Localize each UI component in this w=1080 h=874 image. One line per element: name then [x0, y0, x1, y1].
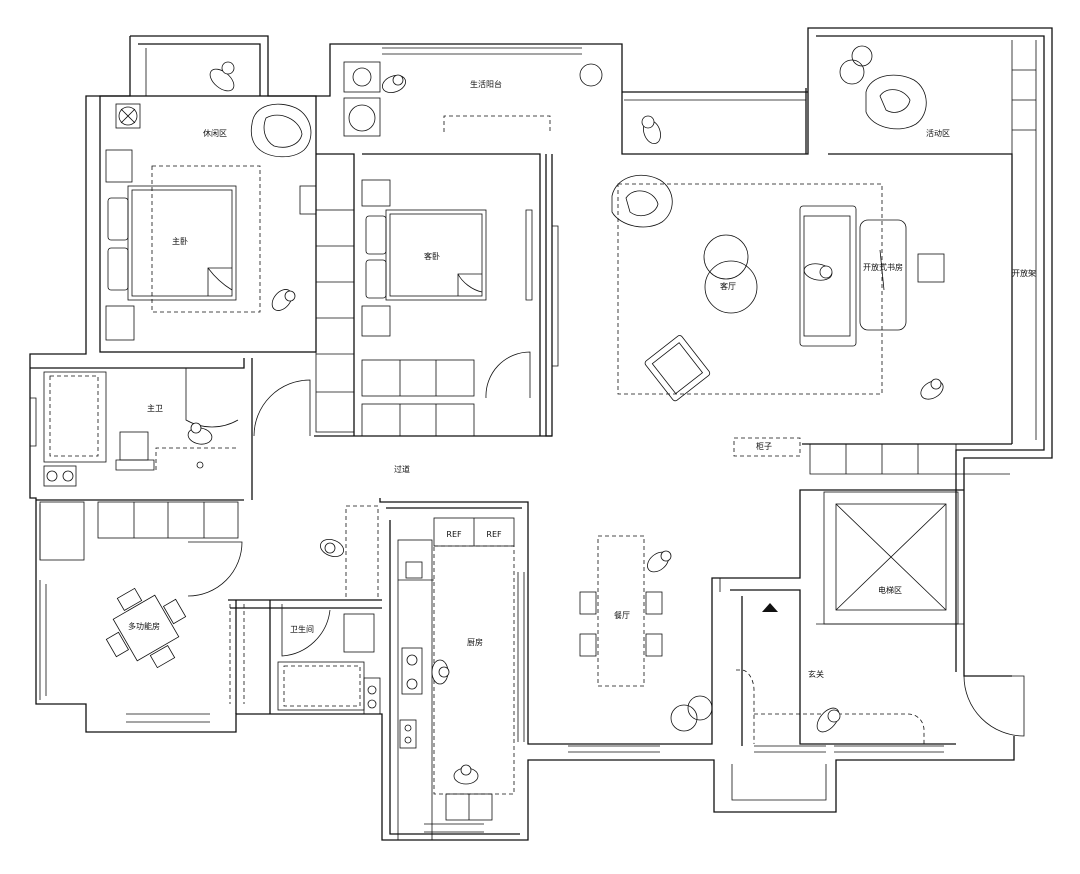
label-leisure: 休闲区 [203, 128, 227, 138]
label-corridor: 过道 [394, 464, 410, 474]
label-elevator: 电梯区 [878, 585, 902, 595]
people [187, 61, 944, 785]
label-dining: 餐厅 [614, 611, 630, 620]
kitchen-fixtures [397, 517, 515, 841]
master-bath-fixtures [43, 371, 236, 487]
label-entrance: 玄关 [808, 669, 824, 679]
label-master-bath: 主卫 [147, 403, 163, 413]
label-balcony: 生活阳台 [470, 79, 502, 89]
dining-furniture [579, 535, 713, 732]
label-cabinet: 柜子 [756, 441, 772, 451]
label-activity: 活动区 [926, 128, 950, 138]
room-labels: 休闲区 生活阳台 活动区 主卧 客卧 客厅 开放式书房 开放架 主卫 过道 柜子… [128, 79, 1036, 679]
label-ref-2: REF [486, 530, 502, 539]
elevator-core [816, 491, 964, 625]
label-master-bedroom: 主卧 [172, 236, 188, 246]
label-toilet: 卫生间 [290, 624, 314, 634]
toilet-fixtures [277, 505, 381, 715]
living-room-furniture [611, 174, 945, 457]
label-multi-room: 多功能房 [128, 621, 160, 631]
multi-room-furniture [39, 501, 245, 704]
label-ref-1: REF [446, 530, 462, 539]
inner-walls [30, 40, 1037, 835]
wardrobe [315, 209, 355, 433]
entrance-fixtures [736, 603, 925, 744]
outer-walls [29, 27, 1053, 841]
label-open-shelf: 开放架 [1012, 268, 1036, 278]
label-kitchen: 厨房 [467, 637, 483, 647]
doors [185, 351, 1025, 737]
master-bedroom-furniture [105, 103, 317, 341]
windows [30, 47, 944, 833]
activity-furniture [839, 45, 927, 130]
balcony-fixtures [343, 61, 603, 137]
label-guest-bedroom: 客卧 [424, 251, 440, 261]
label-living-room: 客厅 [720, 281, 736, 291]
guest-bedroom-furniture [361, 115, 559, 437]
label-open-study: 开放式书房 [863, 262, 903, 272]
